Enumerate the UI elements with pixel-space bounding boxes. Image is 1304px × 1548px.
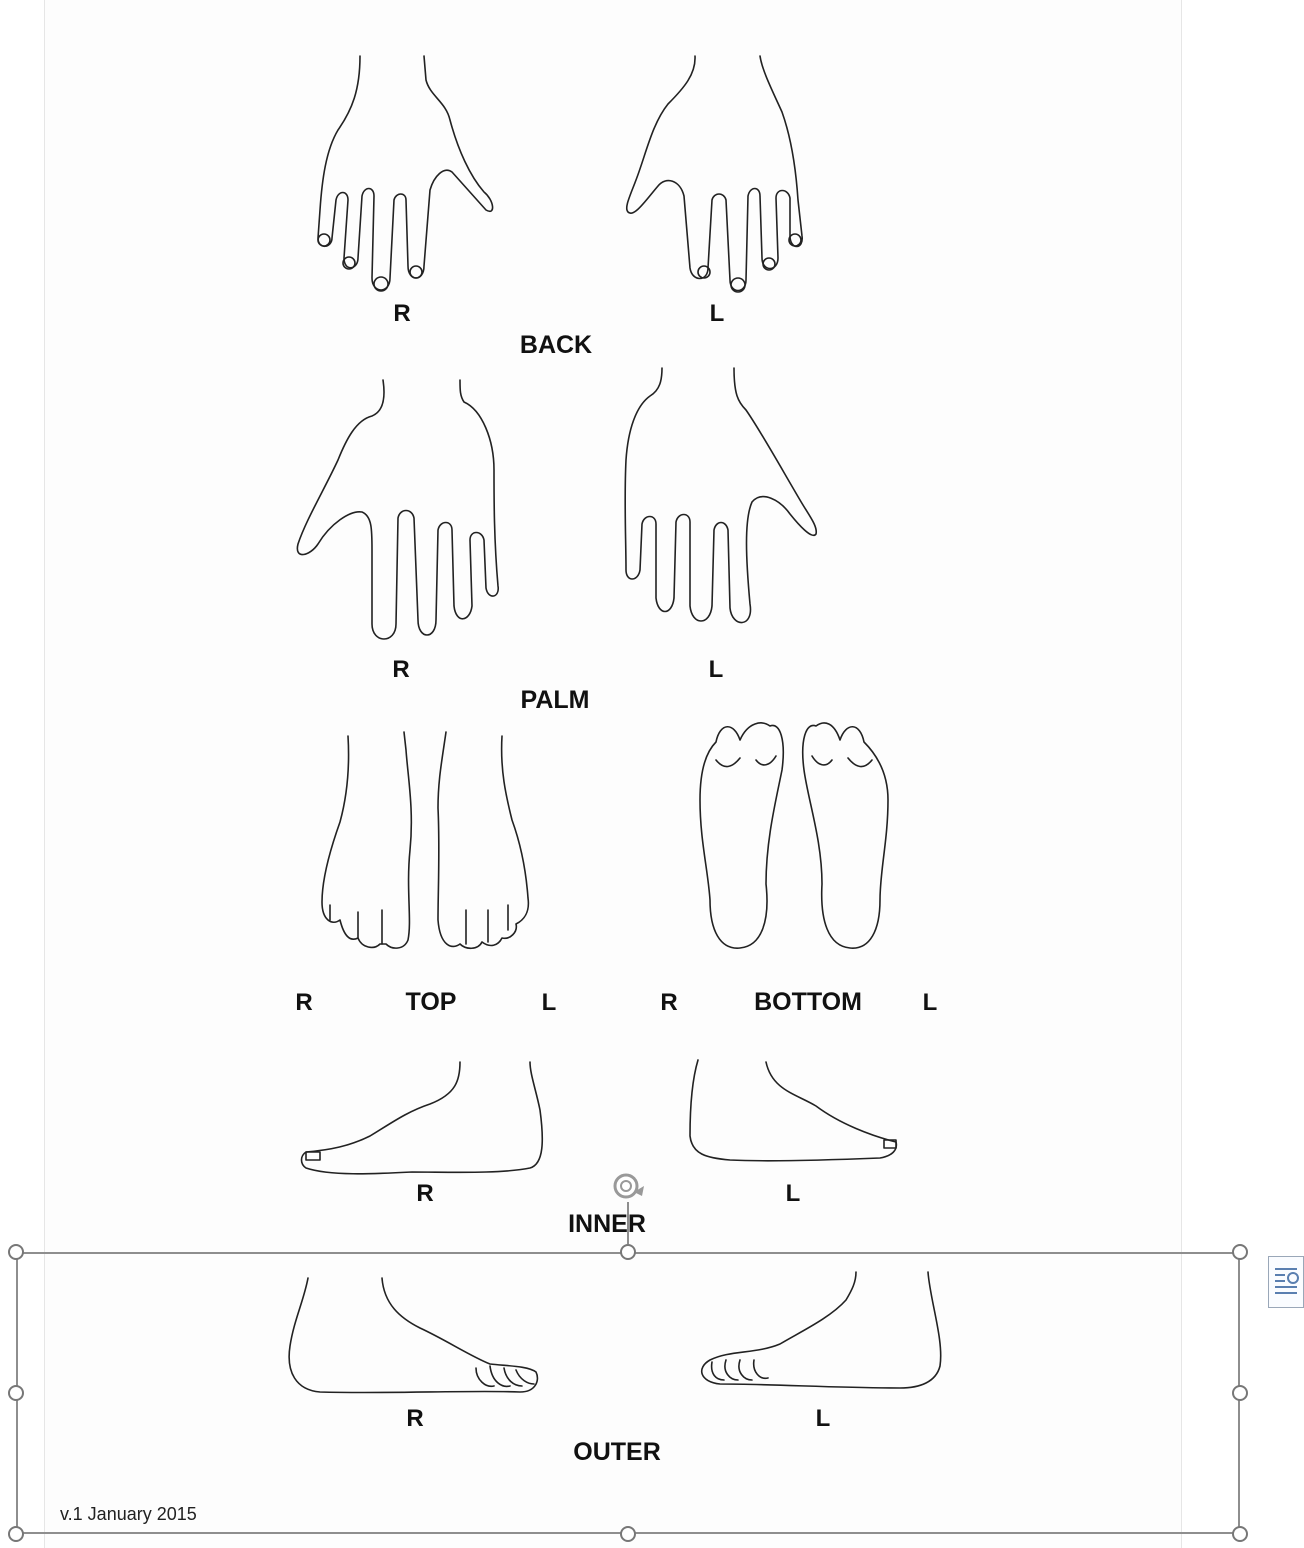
resize-handle-middle-left[interactable] xyxy=(8,1385,24,1401)
palm-title: PALM xyxy=(521,688,590,713)
back-right-label: R xyxy=(393,302,410,326)
back-left-label: L xyxy=(710,302,725,326)
resize-handle-bottom-left[interactable] xyxy=(8,1526,24,1542)
selected-shape-frame[interactable] xyxy=(16,1252,1240,1534)
left-hand-palm-drawing xyxy=(625,368,816,623)
bottom-right-label: R xyxy=(660,991,677,1015)
inner-title: INNER xyxy=(568,1212,646,1237)
top-left-label: L xyxy=(542,991,557,1015)
top-right-label: R xyxy=(295,991,312,1015)
feet-inner-drawing xyxy=(302,1060,897,1174)
resize-handle-top-right[interactable] xyxy=(1232,1244,1248,1260)
resize-handle-middle-right[interactable] xyxy=(1232,1385,1248,1401)
feet-top-drawing xyxy=(322,732,528,948)
bottom-title: BOTTOM xyxy=(754,990,862,1015)
layout-options-icon xyxy=(1269,1257,1303,1307)
resize-handle-top-left[interactable] xyxy=(8,1244,24,1260)
feet-bottom-drawing xyxy=(700,723,888,948)
right-hand-palm-drawing xyxy=(297,380,498,639)
bottom-left-label: L xyxy=(923,991,938,1015)
rotate-stem xyxy=(627,1202,629,1244)
layout-options-button[interactable] xyxy=(1268,1256,1304,1308)
palm-left-label: L xyxy=(709,658,724,682)
right-hand-back-drawing xyxy=(318,56,493,291)
palm-right-label: R xyxy=(392,658,409,682)
inner-left-label: L xyxy=(786,1182,801,1206)
inner-right-label: R xyxy=(416,1182,433,1206)
left-hand-back-drawing xyxy=(627,56,802,292)
top-title: TOP xyxy=(406,990,457,1015)
rotate-handle-icon[interactable] xyxy=(608,1166,648,1206)
resize-handle-bottom-right[interactable] xyxy=(1232,1526,1248,1542)
back-title: BACK xyxy=(520,333,592,358)
resize-handle-bottom-center[interactable] xyxy=(620,1526,636,1542)
resize-handle-top-center[interactable] xyxy=(620,1244,636,1260)
